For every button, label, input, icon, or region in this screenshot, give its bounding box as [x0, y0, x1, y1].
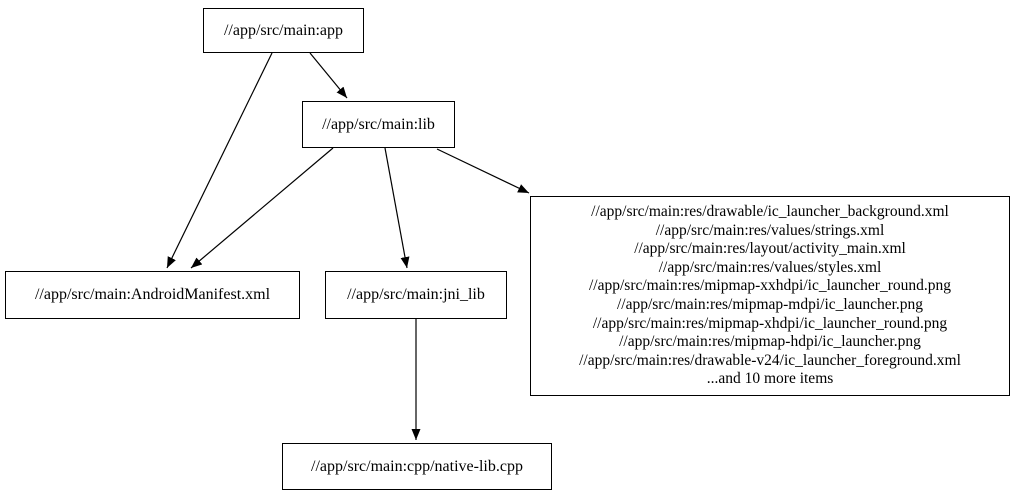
- node-label: //app/src/main:cpp/native-lib.cpp: [311, 457, 523, 475]
- edge-lib-to-jni-lib: [384, 147, 410, 269]
- edge-app-to-lib: [309, 52, 348, 99]
- edge-lib-to-android-manifest: [190, 147, 334, 269]
- resource-line: //app/src/main:res/layout/activity_main.…: [634, 240, 906, 258]
- resource-line: //app/src/main:res/values/strings.xml: [655, 221, 885, 239]
- resource-line: //app/src/main:res/mipmap-xhdpi/ic_launc…: [592, 314, 948, 332]
- resource-line: //app/src/main:res/mipmap-hdpi/ic_launch…: [619, 333, 921, 351]
- node-label: //app/src/main:lib: [322, 115, 435, 133]
- resource-line: //app/src/main:res/drawable-v24/ic_launc…: [579, 351, 961, 369]
- resource-line: //app/src/main:res/values/styles.xml: [658, 258, 882, 276]
- node-label: //app/src/main:jni_lib: [347, 286, 485, 304]
- resource-more-items: ...and 10 more items: [706, 370, 834, 388]
- node-app: //app/src/main:app: [203, 8, 364, 53]
- node-label: //app/src/main:AndroidManifest.xml: [34, 286, 271, 304]
- node-resources: //app/src/main:res/drawable/ic_launcher_…: [530, 196, 1010, 396]
- node-lib: //app/src/main:lib: [302, 101, 455, 148]
- resource-line: //app/src/main:res/drawable/ic_launcher_…: [591, 203, 949, 221]
- edge-lib-to-resources: [436, 148, 530, 194]
- resource-line: //app/src/main:res/mipmap-mdpi/ic_launch…: [616, 296, 924, 313]
- node-jni-lib: //app/src/main:jni_lib: [325, 271, 507, 319]
- node-label: //app/src/main:app: [223, 21, 344, 39]
- node-android-manifest: //app/src/main:AndroidManifest.xml: [5, 271, 300, 319]
- node-native-lib: //app/src/main:cpp/native-lib.cpp: [282, 443, 552, 490]
- edge-app-to-android-manifest: [166, 52, 273, 269]
- resource-line: //app/src/main:res/mipmap-xxhdpi/ic_laun…: [588, 277, 951, 295]
